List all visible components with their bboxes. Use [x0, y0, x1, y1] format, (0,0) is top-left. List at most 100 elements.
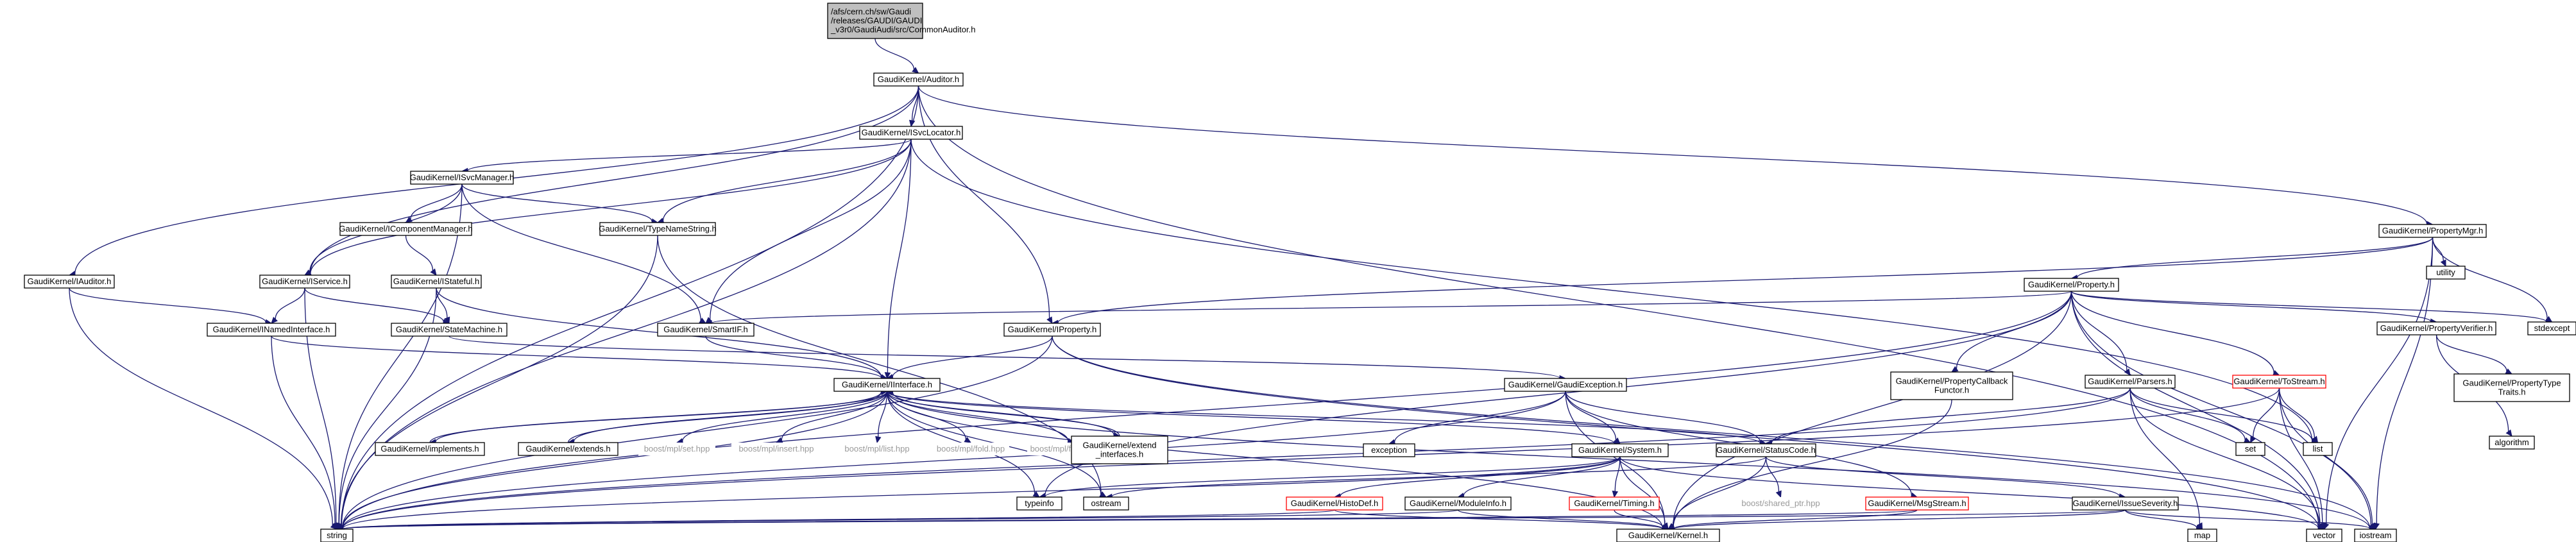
edge-isvclocator-to-iinterface: [887, 139, 912, 373]
node-string[interactable]: string: [320, 529, 354, 542]
node-label: boost/mpl/set.hpp: [644, 444, 710, 453]
edge-issueseverity-to-map: [2124, 509, 2197, 529]
node-iostream[interactable]: iostream: [2354, 529, 2397, 542]
node-iproperty[interactable]: GaudiKernel/IProperty.h: [1003, 323, 1101, 337]
node-box: [2024, 278, 2119, 292]
node-box: [2235, 442, 2265, 456]
node-statuscode[interactable]: GaudiKernel/StatusCode.h: [1716, 443, 1816, 457]
arrowhead: [332, 522, 338, 530]
node-label: /afs/cern.ch/sw/Gaudi: [831, 7, 911, 17]
node-timing[interactable]: GaudiKernel/Timing.h: [1569, 496, 1660, 511]
node-iinterface[interactable]: GaudiKernel/IInterface.h: [833, 378, 941, 392]
node-box: [1016, 496, 1062, 511]
node-moduleinfo[interactable]: GaudiKernel/ModuleInfo.h: [1404, 496, 1512, 511]
node-ostream[interactable]: ostream: [1083, 496, 1129, 511]
node-icomponentmanager[interactable]: GaudiKernel/IComponentManager.h: [339, 222, 473, 236]
node-msgstream[interactable]: GaudiKernel/MsgStream.h: [1865, 496, 1969, 511]
node-mplset: boost/mpl/set.hpp: [638, 443, 715, 455]
edge-timing-to-kernel: [1614, 509, 1664, 528]
node-utility[interactable]: utility: [2426, 266, 2466, 280]
node-issueseverity[interactable]: GaudiKernel/IssueSeverity.h: [2072, 496, 2179, 511]
arrowhead: [430, 268, 437, 276]
node-label: set: [2245, 444, 2256, 453]
edge-iinterface-to-string: [342, 391, 888, 528]
node-auditor_h[interactable]: GaudiKernel/Auditor.h: [873, 72, 964, 87]
edge-isvcmanager-to-icomponentmanager: [410, 183, 463, 219]
edge-system-to-typeinfo: [1045, 456, 1621, 497]
node-box: [2354, 529, 2397, 542]
arrowhead: [1775, 490, 1782, 498]
node-kernel[interactable]: GaudiKernel/Kernel.h: [1616, 529, 1720, 542]
node-box: [339, 222, 472, 236]
edge-extends-to-iinterface: [567, 392, 882, 443]
edge-gaudiexception-to-exception: [1394, 391, 1566, 443]
node-statemachine[interactable]: GaudiKernel/StateMachine.h: [391, 323, 508, 337]
node-box: [320, 529, 354, 542]
node-gaudiexception[interactable]: GaudiKernel/GaudiException.h: [1504, 378, 1627, 392]
node-tostream[interactable]: GaudiKernel/ToStream.h: [2232, 375, 2326, 389]
node-set[interactable]: set: [2235, 442, 2265, 456]
edge-system-to-kernel: [1619, 456, 1666, 525]
node-label: string: [327, 530, 347, 540]
node-map[interactable]: map: [2187, 529, 2217, 542]
edge-parsers-to-set: [2129, 387, 2246, 441]
node-propertyverifier[interactable]: GaudiKernel/PropertyVerifier.h: [2376, 321, 2496, 335]
node-stdexcept[interactable]: stdexcept: [2527, 321, 2576, 335]
node-iauditor[interactable]: GaudiKernel/IAuditor.h: [24, 275, 115, 289]
edge-tostream-to-string: [342, 387, 2280, 529]
node-box: [1404, 496, 1512, 511]
node-box: [2303, 442, 2333, 456]
node-label: GaudiKernel/HistoDef.h: [1291, 498, 1379, 508]
node-typeinfo[interactable]: typeinfo: [1016, 496, 1062, 511]
node-label: vector: [2313, 530, 2336, 540]
node-histodef[interactable]: GaudiKernel/HistoDef.h: [1286, 496, 1383, 511]
node-box: [1716, 443, 1816, 457]
node-implements[interactable]: GaudiKernel/implements.h: [375, 442, 485, 456]
node-label: GaudiKernel/ToStream.h: [2233, 377, 2324, 386]
node-propertymgr[interactable]: GaudiKernel/PropertyMgr.h: [2378, 224, 2487, 238]
node-algorithm[interactable]: algorithm: [2489, 436, 2535, 450]
edge-system-to-moduleinfo: [1463, 456, 1621, 496]
node-label: GaudiKernel/extend: [1083, 441, 1157, 450]
edge-auditor_h-to-propertymgr: [917, 85, 2428, 224]
edge-isvcmanager-to-ismartif: [461, 183, 701, 321]
node-label: GaudiKernel/IComponentManager.h: [339, 224, 472, 233]
node-root[interactable]: /afs/cern.ch/sw/Gaudi/releases/GAUDI/GAU…: [827, 3, 975, 39]
edge-tostream-to-iostream: [2278, 387, 2373, 525]
node-list[interactable]: list: [2303, 442, 2333, 456]
node-box: [2072, 496, 2179, 511]
node-istateful[interactable]: GaudiKernel/IStateful.h: [391, 275, 482, 289]
node-isvclocator[interactable]: GaudiKernel/ISvcLocator.h: [859, 126, 963, 140]
edge-statuscode-to-kernel: [1672, 456, 1767, 526]
node-box: [839, 443, 916, 455]
node-label: GaudiKernel/IInterface.h: [842, 380, 932, 389]
node-typenamestring[interactable]: GaudiKernel/TypeNameString.h: [599, 222, 717, 236]
node-parsers[interactable]: GaudiKernel/Parsers.h: [2085, 375, 2176, 389]
edge-ismartif-to-iinterface: [705, 335, 882, 378]
node-label: GaudiKernel/INamedInterface.h: [213, 325, 330, 334]
node-label: GaudiKernel/StatusCode.h: [1716, 445, 1816, 455]
node-label: typeinfo: [1025, 498, 1054, 508]
edge-property-to-vector: [2070, 291, 2321, 525]
node-label: ostream: [1091, 498, 1122, 508]
node-extendinterfaces[interactable]: GaudiKernel/extend_interfaces.h: [1071, 436, 1168, 464]
node-isvcmanager[interactable]: GaudiKernel/ISvcManager.h: [410, 171, 515, 185]
node-box: [833, 378, 941, 392]
edge-tostream-to-vector: [2278, 387, 2323, 524]
node-ismartif[interactable]: GaudiKernel/SmartIF.h: [657, 323, 755, 337]
node-label: GaudiKernel/ModuleInfo.h: [1410, 498, 1506, 508]
node-box: [1286, 496, 1383, 511]
node-property[interactable]: GaudiKernel/Property.h: [2024, 278, 2119, 292]
node-vector[interactable]: vector: [2306, 529, 2342, 542]
node-iservice[interactable]: GaudiKernel/IService.h: [259, 275, 350, 289]
edge-statuscode-to-ostream: [1111, 456, 1767, 498]
edge-statemachine-to-gaudiexception: [448, 335, 1560, 379]
edge-iservice-to-statemachine: [304, 287, 444, 323]
edge-isvcmanager-to-typenamestring: [461, 183, 653, 222]
node-inamedinterface[interactable]: GaudiKernel/INamedInterface.h: [207, 323, 336, 337]
node-extends[interactable]: GaudiKernel/extends.h: [518, 442, 618, 456]
node-system[interactable]: GaudiKernel/System.h: [1571, 443, 1669, 457]
node-exception[interactable]: exception: [1363, 443, 1415, 457]
